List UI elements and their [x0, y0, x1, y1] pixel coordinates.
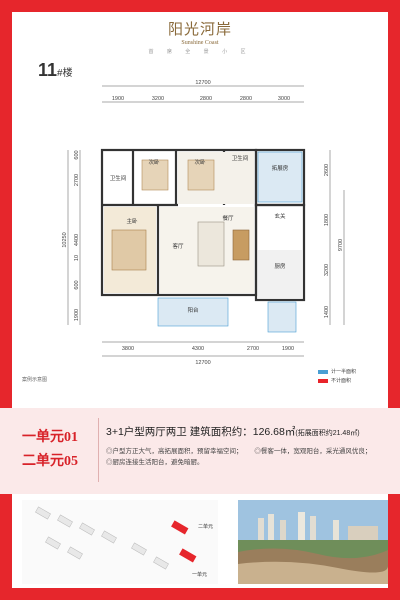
top-dim-2: 3200: [152, 96, 164, 102]
right-total-dim: 9700: [338, 239, 344, 251]
bottom-dim-4: 1900: [282, 346, 294, 352]
bottom-total-dim: 12700: [195, 360, 210, 366]
legend-none-swatch: [318, 378, 328, 383]
unit-1: 一单元01: [22, 430, 78, 445]
left-dim-3: 4400: [74, 234, 80, 246]
room-entrance: 玄关: [274, 212, 286, 220]
room-balcony: 阳台: [187, 306, 199, 314]
legend-half-swatch: [318, 369, 328, 374]
bottom-dim-2: 4300: [192, 346, 204, 352]
legend-half-label: 计一半面积: [331, 369, 357, 375]
room-bath-2: 卫生间: [232, 154, 249, 162]
right-dim-4: 1400: [324, 306, 330, 318]
left-dim-1: 600: [74, 150, 80, 159]
bottom-dim-3: 2700: [247, 346, 259, 352]
room-bath-1: 卫生间: [110, 174, 127, 182]
brand-tagline: 首 席 全 景 小 区: [148, 49, 252, 55]
top-dim-5: 3000: [278, 96, 290, 102]
floor-plan: 12700 1900 3200 2800 2800 3000 10250 600…: [62, 80, 345, 366]
left-dim-4: 1900: [74, 309, 80, 321]
room-ext: 拓展房: [272, 164, 289, 172]
info-band: [0, 408, 400, 494]
building-unit: #楼: [57, 68, 73, 79]
room-dining: 餐厅: [222, 214, 234, 222]
room-bedroom-1: 次卧: [148, 158, 160, 166]
room-living: 客厅: [172, 242, 184, 250]
unit-type: 3+1户型两厅两卫: [106, 426, 187, 438]
legend-half: 计一半面积: [318, 368, 356, 377]
top-dim-3: 2800: [200, 96, 212, 102]
right-dim-3: 3200: [324, 264, 330, 276]
map-label-south: 一单元: [192, 571, 207, 578]
feature-list: ◎户型方正大气，高拓展面积，预留幸福空间； ◎餐客一体，宽观阳台，采光通风优良；…: [106, 446, 390, 468]
divider: [98, 418, 99, 482]
room-bedroom-2: 次卧: [194, 158, 206, 166]
map-label-north: 二单元: [198, 523, 213, 530]
feature-2: ◎餐客一体，宽观阳台，采光通风优良；: [254, 448, 372, 455]
area-label: 建筑面积约：: [189, 426, 253, 438]
brand-name: 阳光河岸: [167, 20, 232, 38]
site-map: 二单元 一单元: [22, 500, 218, 584]
right-dim-1: 2600: [324, 164, 330, 176]
building-number-value: 11: [38, 60, 58, 80]
site-photo: [238, 500, 388, 584]
top-dim-4: 2800: [240, 96, 252, 102]
unit-title: 3+1户型两厅两卫 建筑面积约：126.68㎡(拓展面积约21.48㎡): [106, 424, 360, 439]
room-master: 主卧: [126, 217, 138, 225]
legend-none: 不计面积: [318, 377, 356, 386]
left-dim-2: 2700: [74, 174, 80, 186]
building-number: 11#楼: [38, 60, 73, 81]
feature-3: ◎厨房连接生活阳台，避免暗厨。: [106, 459, 204, 466]
room-kitchen: 厨房: [274, 262, 286, 270]
left-dim-mid: 10: [74, 255, 80, 261]
area-value: 126.68㎡: [252, 426, 296, 438]
brand-sub: Sunshine Coast: [181, 40, 219, 46]
unit-labels: 一单元01 二单元05: [14, 408, 88, 494]
left-total-dim: 10250: [62, 232, 68, 247]
left-dim-lower: 600: [74, 280, 80, 289]
brand-logo: 阳光河岸 Sunshine Coast 首 席 全 景 小 区: [148, 18, 252, 58]
ext-area: (拓展面积约21.48㎡): [295, 430, 360, 437]
top-total-dim: 12700: [195, 80, 210, 86]
unit-2: 二单元05: [22, 454, 78, 469]
right-dim-2: 1800: [324, 214, 330, 226]
top-dim-1: 1900: [112, 96, 124, 102]
legend-none-label: 不计面积: [331, 378, 352, 384]
legend: 计一半面积 不计面积: [318, 368, 356, 386]
plan-note: 案例示意图: [22, 377, 48, 383]
feature-1: ◎户型方正大气，高拓展面积，预留幸福空间；: [106, 448, 243, 455]
bottom-dim-1: 3800: [122, 346, 134, 352]
